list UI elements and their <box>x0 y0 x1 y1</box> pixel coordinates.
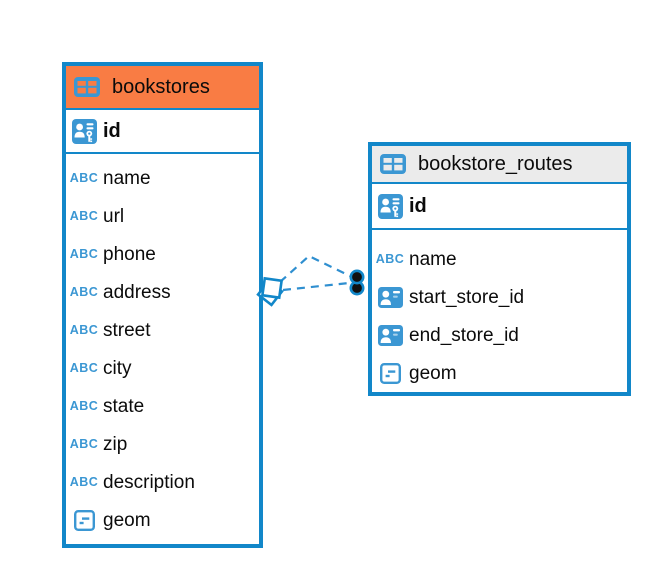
column-name: city <box>103 357 132 379</box>
column-row-name[interactable]: ABC name <box>372 240 627 278</box>
column-row-geom[interactable]: geom <box>66 501 259 539</box>
column-row-url[interactable]: ABC url <box>66 197 259 235</box>
column-row-id[interactable]: id <box>372 184 627 230</box>
column-row-geom[interactable]: geom <box>372 354 627 392</box>
column-row-end-store-id[interactable]: end_store_id <box>372 316 627 354</box>
table-icon <box>74 77 100 97</box>
column-name: geom <box>103 509 151 531</box>
column-name: end_store_id <box>409 324 519 346</box>
table-title: bookstore_routes <box>418 153 573 175</box>
column-name: url <box>103 205 125 227</box>
column-row-phone[interactable]: ABC phone <box>66 235 259 273</box>
text-type-icon: ABC <box>69 399 99 413</box>
text-type-icon: ABC <box>69 361 99 375</box>
foreign-key-icon <box>375 286 405 308</box>
column-name: name <box>409 248 457 270</box>
table-header-bookstores[interactable]: bookstores <box>66 66 259 110</box>
diamond-marker-front[interactable] <box>260 276 284 300</box>
column-name: state <box>103 395 145 417</box>
column-name: id <box>103 120 121 142</box>
primary-key-icon <box>69 118 99 144</box>
text-type-icon: ABC <box>375 252 405 266</box>
column-list: ABC name ABC url ABC phone ABC address A… <box>66 154 259 539</box>
entity-table-bookstores[interactable]: bookstores id A <box>62 62 263 548</box>
text-type-icon: ABC <box>69 171 99 185</box>
geometry-type-icon <box>375 362 405 384</box>
column-name: id <box>409 195 427 217</box>
column-row-start-store-id[interactable]: start_store_id <box>372 278 627 316</box>
column-name: phone <box>103 243 156 265</box>
column-name: geom <box>409 362 457 384</box>
entity-table-bookstore-routes[interactable]: bookstore_routes id <box>368 142 631 396</box>
relationship-line-start-store[interactable] <box>279 254 351 283</box>
column-row-name[interactable]: ABC name <box>66 159 259 197</box>
text-type-icon: ABC <box>69 475 99 489</box>
column-row-street[interactable]: ABC street <box>66 311 259 349</box>
column-name: start_store_id <box>409 286 525 308</box>
primary-key-icon <box>375 193 405 219</box>
column-row-description[interactable]: ABC description <box>66 463 259 501</box>
table-header-bookstore-routes[interactable]: bookstore_routes <box>372 146 627 184</box>
text-type-icon: ABC <box>69 209 99 223</box>
column-list: ABC name start_store_id <box>372 230 627 392</box>
table-title: bookstores <box>112 76 210 98</box>
column-name: name <box>103 167 151 189</box>
column-name: street <box>103 319 151 341</box>
column-row-id[interactable]: id <box>66 110 259 154</box>
text-type-icon: ABC <box>69 285 99 299</box>
column-name: description <box>103 471 195 493</box>
text-type-icon: ABC <box>69 323 99 337</box>
text-type-icon: ABC <box>69 247 99 261</box>
column-row-address[interactable]: ABC address <box>66 273 259 311</box>
column-row-state[interactable]: ABC state <box>66 387 259 425</box>
geometry-type-icon <box>69 509 99 531</box>
relationship-line-end-store[interactable] <box>282 281 350 292</box>
column-name: address <box>103 281 171 303</box>
column-name: zip <box>103 433 128 455</box>
table-icon <box>380 154 406 174</box>
dot-marker-back[interactable] <box>349 280 365 296</box>
column-row-city[interactable]: ABC city <box>66 349 259 387</box>
dot-marker-front[interactable] <box>349 269 365 285</box>
text-type-icon: ABC <box>69 437 99 451</box>
column-row-zip[interactable]: ABC zip <box>66 425 259 463</box>
foreign-key-icon <box>375 324 405 346</box>
